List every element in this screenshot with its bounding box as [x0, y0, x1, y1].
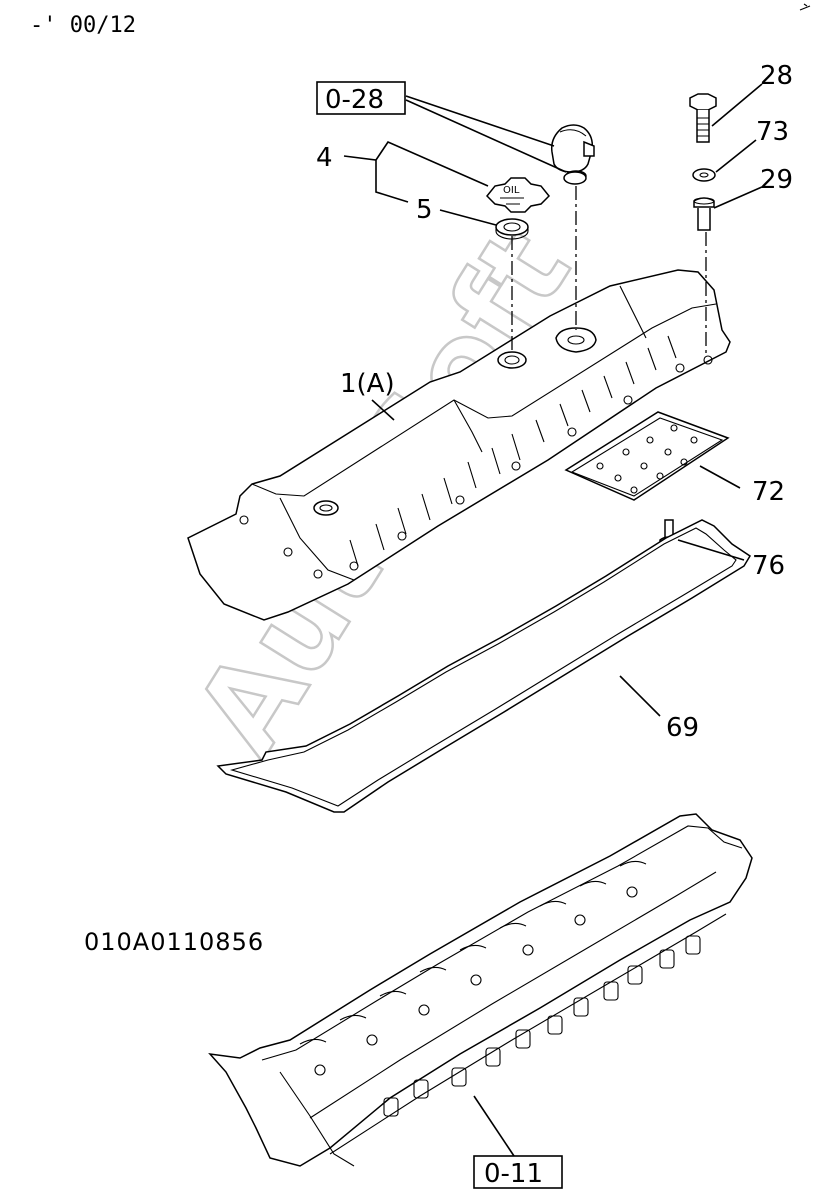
breather-gasket	[563, 171, 587, 185]
bolt-28	[689, 93, 717, 143]
part-label-29: 29	[760, 165, 793, 195]
ref-box-0-11	[473, 1155, 563, 1189]
part-label-72: 72	[752, 477, 785, 507]
cover-plate	[564, 411, 730, 501]
leader-76	[677, 539, 745, 561]
ref-label-0-11: 0-11	[484, 1159, 543, 1189]
sleeve-29	[693, 197, 715, 231]
part-label-73: 73	[756, 117, 789, 147]
part-label-4: 4	[316, 143, 333, 173]
washer-73	[692, 168, 716, 182]
leader-28	[711, 83, 763, 127]
head-cover	[187, 269, 731, 621]
leader-69	[619, 675, 661, 717]
breather-valve	[550, 124, 595, 182]
part-label-5: 5	[416, 195, 433, 225]
leader-0-11	[473, 1095, 515, 1157]
ref-label-0-28: 0-28	[325, 85, 384, 115]
leader-0-28	[405, 95, 567, 173]
date-code: -' 00/12	[30, 13, 136, 38]
leader-72	[699, 465, 741, 489]
part-label-69: 69	[666, 713, 699, 743]
seal-washer	[495, 218, 529, 240]
diagram-code: 010A0110856	[84, 928, 264, 956]
leader-1a	[371, 399, 395, 421]
ref-box-0-28	[316, 81, 406, 115]
leader-4	[343, 140, 489, 203]
part-label-76: 76	[752, 551, 785, 581]
leader-73	[715, 139, 757, 173]
leader-29	[713, 185, 765, 209]
part-label-28: 28	[760, 61, 793, 91]
cap-text: OIL	[503, 185, 520, 196]
oil-filler-cap: OIL	[485, 177, 551, 213]
part-label-1a: 1(A)	[340, 369, 395, 399]
leader-5	[439, 209, 497, 226]
cylinder-head	[208, 813, 753, 1167]
